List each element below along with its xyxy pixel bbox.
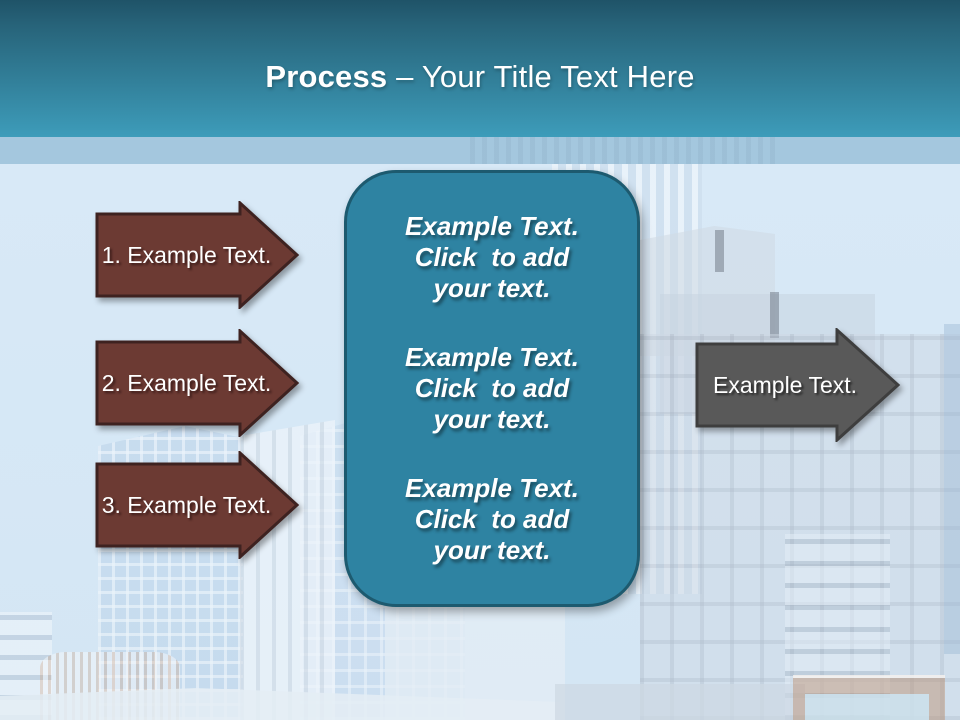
panel-line: Example Text. bbox=[405, 473, 579, 503]
background-building-far-right bbox=[944, 324, 960, 654]
background-low-buildings bbox=[555, 684, 805, 720]
right-arrow-shape-icon bbox=[95, 201, 300, 309]
output-arrow-label: Example Text. bbox=[712, 371, 858, 398]
panel-line: your text. bbox=[433, 273, 551, 303]
panel-line: your text. bbox=[433, 404, 551, 434]
band-building-stripes bbox=[470, 137, 780, 164]
process-step-arrow-1[interactable]: 1. Example Text. bbox=[95, 201, 300, 309]
page-title: Process – Your Title Text Here bbox=[265, 43, 694, 95]
panel-line: Example Text. bbox=[405, 342, 579, 372]
background-building-brown-panel bbox=[805, 694, 929, 720]
background-rooftop-stub bbox=[770, 292, 779, 338]
process-step-label: 3. Example Text. bbox=[101, 491, 272, 518]
slide-header: Process – Your Title Text Here bbox=[0, 0, 960, 137]
page-title-keyword: Process bbox=[265, 58, 388, 94]
right-arrow-shape-icon bbox=[95, 451, 300, 559]
panel-line: Click to add bbox=[414, 242, 570, 272]
process-step-label: 1. Example Text. bbox=[101, 241, 272, 268]
background-building-left-white bbox=[240, 420, 335, 720]
background-building-brown bbox=[793, 675, 945, 720]
panel-line: Example Text. bbox=[405, 211, 579, 241]
process-step-label: 2. Example Text. bbox=[101, 369, 272, 396]
panel-line: Click to add bbox=[414, 373, 570, 403]
header-accent-band bbox=[0, 137, 960, 164]
page-title-subtitle: – Your Title Text Here bbox=[387, 58, 695, 94]
panel-line: Click to add bbox=[414, 504, 570, 534]
process-step-arrow-3[interactable]: 3. Example Text. bbox=[95, 451, 300, 559]
panel-line: your text. bbox=[433, 535, 551, 565]
output-arrow[interactable]: Example Text. bbox=[695, 328, 901, 442]
background-rooftop-stub bbox=[715, 230, 724, 272]
right-arrow-shape-icon bbox=[95, 329, 300, 437]
process-step-arrow-2[interactable]: 2. Example Text. bbox=[95, 329, 300, 437]
right-arrow-shape-icon bbox=[695, 328, 901, 442]
